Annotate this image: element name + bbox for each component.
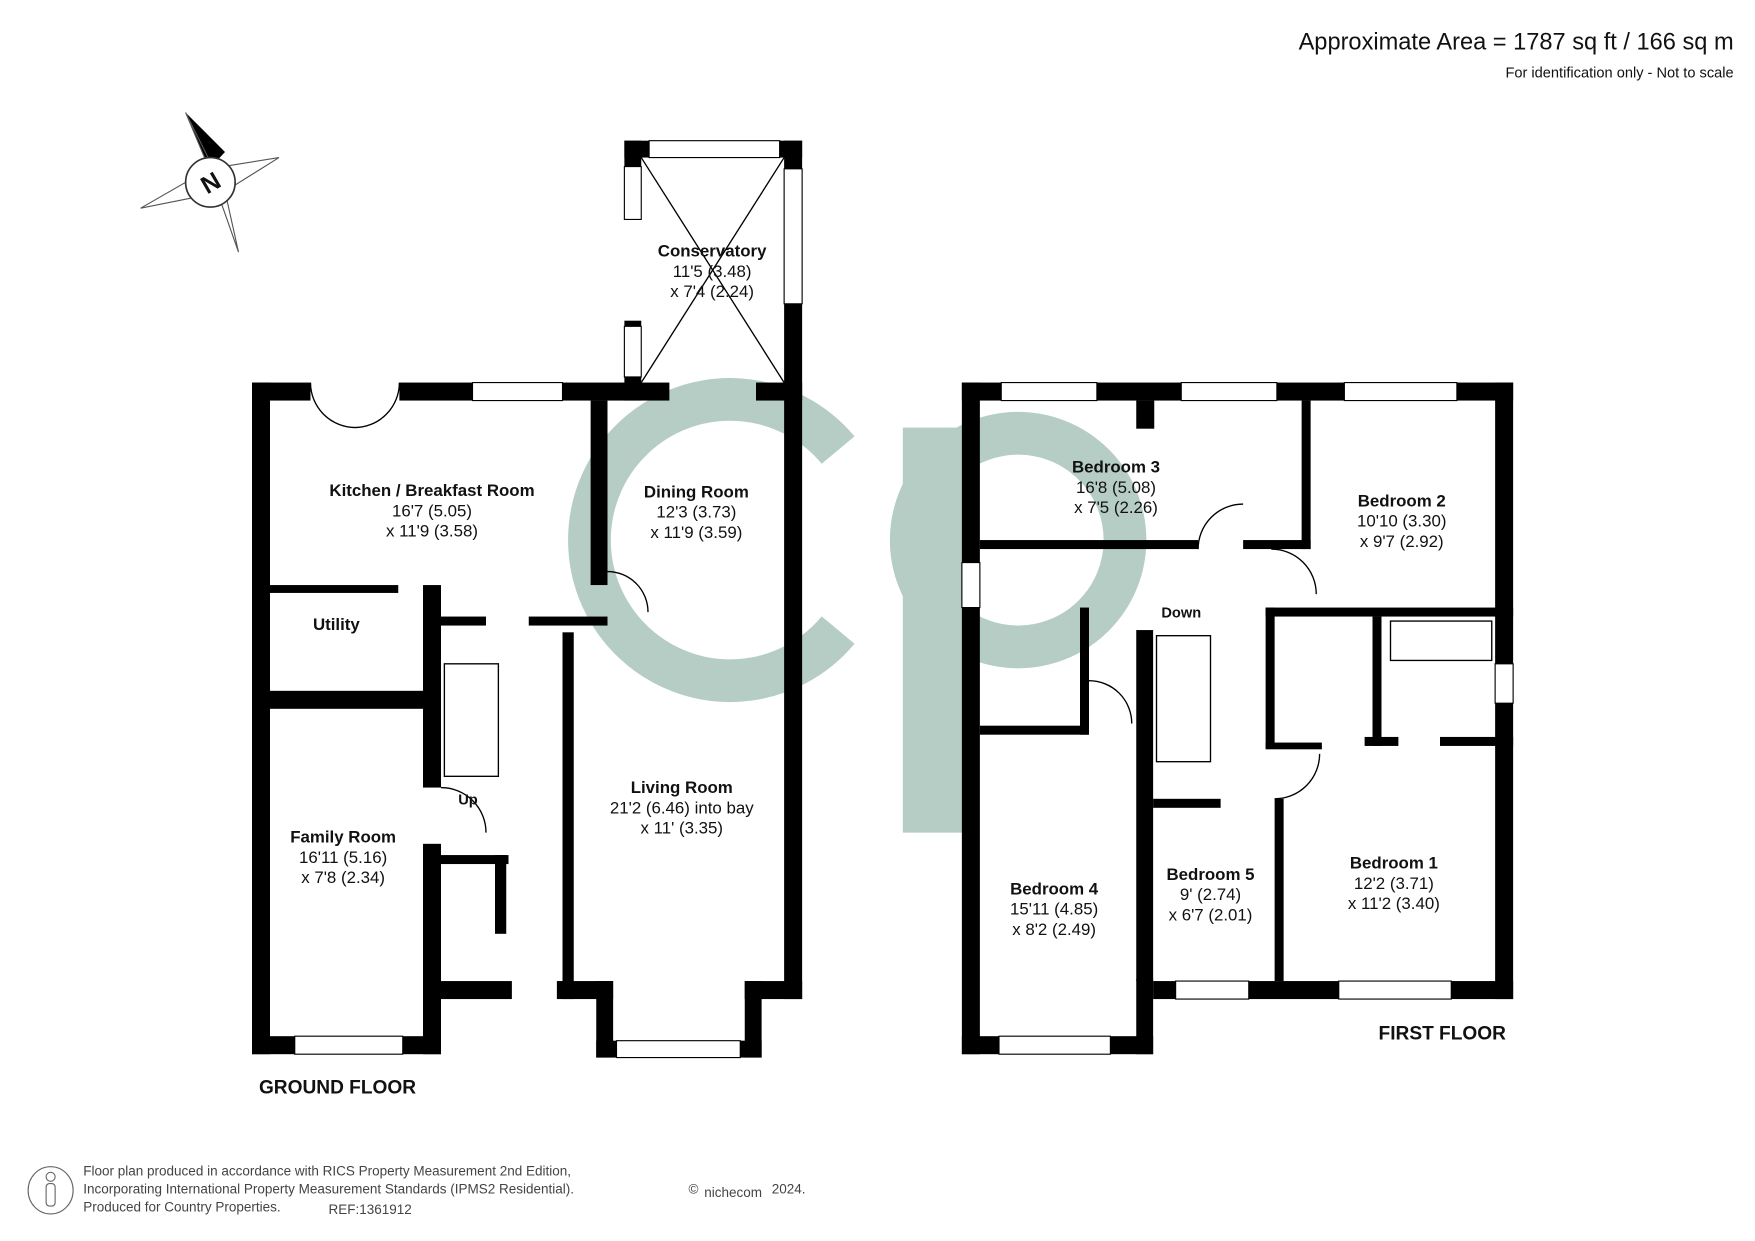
svg-text:9' (2.74): 9' (2.74) [1180,885,1241,904]
disclaimer: For identification only - Not to scale [1505,66,1733,82]
svg-text:x 6'7 (2.01): x 6'7 (2.01) [1169,905,1253,924]
svg-text:Family Room: Family Room [290,828,396,847]
footer-line-2: Incorporating International Property Mea… [83,1182,574,1197]
svg-text:x 8'2 (2.49): x 8'2 (2.49) [1012,920,1096,939]
svg-text:16'11 (5.16): 16'11 (5.16) [299,848,387,867]
compass-north-icon: N [140,112,280,253]
svg-text:Bedroom 1: Bedroom 1 [1350,854,1438,873]
svg-text:16'8 (5.08): 16'8 (5.08) [1076,478,1156,497]
footer-year: 2024. [772,1182,806,1197]
footer-line-3: Produced for Country Properties. [83,1200,280,1215]
room-conservatory: Conservatory 11'5 (3.48) x 7'4 (2.24) [658,242,767,302]
svg-text:Bedroom 4: Bedroom 4 [1010,879,1099,898]
svg-text:x 7'8 (2.34): x 7'8 (2.34) [301,868,385,887]
room-bedroom-5: Bedroom 5 9' (2.74) x 6'7 (2.01) [1166,865,1254,925]
first-floor-label: FIRST FLOOR [1379,1024,1507,1045]
svg-text:x 7'4 (2.24): x 7'4 (2.24) [670,282,754,301]
room-bedroom-4: Bedroom 4 15'11 (4.85) x 8'2 (2.49) [1010,879,1099,939]
footer-ref: REF:1361912 [329,1202,412,1217]
svg-text:x 7'5 (2.26): x 7'5 (2.26) [1074,498,1158,517]
svg-text:Bedroom 2: Bedroom 2 [1358,491,1446,510]
room-bedroom-1: Bedroom 1 12'2 (3.71) x 11'2 (3.40) [1348,854,1440,914]
room-utility: Utility [313,615,360,634]
svg-text:x 11'2 (3.40): x 11'2 (3.40) [1348,894,1440,913]
svg-text:x 9'7 (2.92): x 9'7 (2.92) [1360,532,1444,551]
brand-logo: nichecom [704,1185,762,1200]
copyright-symbol: © [689,1182,699,1197]
svg-text:Kitchen / Breakfast Room: Kitchen / Breakfast Room [329,481,534,500]
svg-text:Living Room: Living Room [631,778,733,797]
svg-text:15'11 (4.85): 15'11 (4.85) [1010,900,1098,919]
svg-text:Conservatory: Conservatory [658,242,767,261]
room-bedroom-3: Bedroom 3 16'8 (5.08) x 7'5 (2.26) [1072,458,1160,518]
room-bedroom-2: Bedroom 2 10'10 (3.30) x 9'7 (2.92) [1357,491,1446,551]
ground-floor-label: GROUND FLOOR [259,1078,416,1099]
stairs-up-label: Up [458,792,478,808]
svg-text:x 11' (3.35): x 11' (3.35) [640,819,723,838]
svg-text:11'5 (3.48): 11'5 (3.48) [673,262,752,281]
svg-text:Dining Room: Dining Room [644,482,749,501]
person-icon [27,1166,74,1215]
svg-text:Utility: Utility [313,615,360,634]
room-family: Family Room 16'11 (5.16) x 7'8 (2.34) [290,828,396,888]
svg-text:16'7 (5.05): 16'7 (5.05) [392,501,472,520]
stairs-down-label: Down [1161,606,1201,622]
watermark-logo [568,378,1147,833]
ground-floor-walls [252,140,803,1059]
svg-text:21'2 (6.46) into bay: 21'2 (6.46) into bay [610,798,754,817]
room-kitchen-breakfast: Kitchen / Breakfast Room 16'7 (5.05) x 1… [329,481,534,541]
room-dining: Dining Room 12'3 (3.73) x 11'9 (3.59) [644,482,749,542]
svg-text:x 11'9 (3.58): x 11'9 (3.58) [386,522,478,541]
footer-line-1: Floor plan produced in accordance with R… [83,1164,571,1179]
svg-text:Bedroom 3: Bedroom 3 [1072,458,1160,477]
svg-text:12'2 (3.71): 12'2 (3.71) [1354,874,1434,893]
room-living: Living Room 21'2 (6.46) into bay x 11' (… [610,778,754,838]
svg-text:10'10 (3.30): 10'10 (3.30) [1357,512,1446,531]
svg-text:12'3 (3.73): 12'3 (3.73) [656,503,736,522]
footer: Floor plan produced in accordance with R… [27,1164,806,1217]
first-floor-walls [961,382,1514,1055]
svg-text:Bedroom 5: Bedroom 5 [1166,865,1254,884]
svg-text:x 11'9 (3.59): x 11'9 (3.59) [650,523,742,542]
area-title: Approximate Area = 1787 sq ft / 166 sq m [1299,30,1734,56]
